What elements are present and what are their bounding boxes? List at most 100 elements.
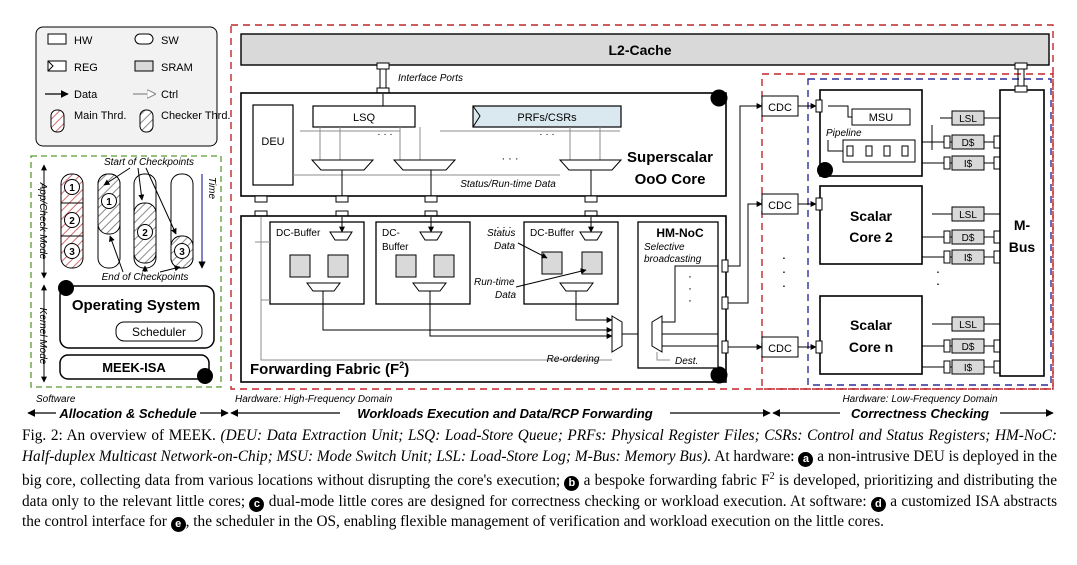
cdc-3: CDC bbox=[761, 336, 799, 358]
legend-hw-label: HW bbox=[74, 35, 93, 47]
legend-sw-label: SW bbox=[161, 35, 179, 47]
svg-text:·: · bbox=[782, 249, 787, 265]
svg-text:3: 3 bbox=[69, 247, 75, 258]
svg-text:I$: I$ bbox=[964, 159, 973, 170]
badge-e: e bbox=[63, 283, 69, 295]
caption-abbreviations: (DEU: Data Extraction Unit; LSQ: Load-St… bbox=[22, 427, 1058, 465]
caption-a-text: a non-intrusive DEU is deployed in the b… bbox=[22, 447, 1058, 490]
svg-text:I$: I$ bbox=[964, 253, 973, 264]
svg-text:·: · bbox=[936, 263, 941, 279]
badge-c: c bbox=[822, 165, 828, 177]
prfs-csrs-box bbox=[472, 105, 622, 128]
svg-text:Core n: Core n bbox=[849, 339, 893, 355]
kernel-mode-label: Kernel Mode bbox=[37, 308, 48, 365]
reorder-mux bbox=[611, 315, 623, 353]
legend-reg-swatch bbox=[47, 60, 67, 72]
legend-sram-swatch bbox=[134, 60, 154, 72]
prfs-csrs-label: PRFs/CSRs bbox=[517, 112, 577, 124]
pipeline-label: Pipeline bbox=[826, 128, 862, 139]
svg-text:· · ·: · · · bbox=[501, 153, 518, 165]
badge-a: a bbox=[716, 93, 723, 105]
lsq-box bbox=[312, 105, 416, 128]
svg-text:·: · bbox=[782, 277, 787, 293]
meek-overview-diagram: HW SW REG SRAM Data Ctrl Main Thrd. Chec… bbox=[27, 24, 1054, 421]
legend-main-thread-swatch bbox=[50, 109, 65, 133]
mux-2 bbox=[392, 159, 457, 171]
svg-text:1: 1 bbox=[106, 197, 112, 208]
caption-b-sup: 2 bbox=[769, 471, 775, 482]
svg-text:1: 1 bbox=[69, 183, 75, 194]
svg-text:Buffer: Buffer bbox=[382, 242, 409, 253]
deu-label: DEU bbox=[261, 136, 284, 148]
caption-badge-b: b bbox=[564, 476, 580, 492]
superscalar-title-1: Superscalar bbox=[627, 149, 713, 166]
superscalar-title-2: OoO Core bbox=[635, 171, 706, 188]
end-checkpoints-label: End of Checkpoints bbox=[102, 272, 189, 283]
svg-text:D$: D$ bbox=[962, 138, 975, 149]
svg-text:CDC: CDC bbox=[768, 200, 792, 212]
caption-b-text-2: is developed, prioritizing and distribut… bbox=[22, 472, 1057, 510]
lf-domain-label: Hardware: Low-Frequency Domain bbox=[842, 394, 998, 405]
svg-text:·: · bbox=[688, 281, 692, 295]
legend-hw-swatch bbox=[47, 33, 67, 45]
selective-broadcast-label: Selective broadcasting bbox=[644, 242, 702, 265]
caption-badge-c: c bbox=[249, 496, 265, 512]
little-core-1: MSU Pipeline c bbox=[815, 89, 923, 178]
badge-b: b bbox=[716, 370, 723, 382]
m-bus-label-2: Bus bbox=[1009, 239, 1036, 255]
dc-buffer-2: DC- Buffer bbox=[375, 221, 471, 305]
legend-ctrl-label: Ctrl bbox=[161, 89, 178, 101]
scheduler-label: Scheduler bbox=[132, 325, 186, 339]
dc-buffer-3: DC-Buffer bbox=[523, 221, 619, 305]
cache-group-1: LSL D$ I$ bbox=[951, 110, 985, 171]
hf-domain-label: Hardware: High-Frequency Domain bbox=[235, 394, 393, 405]
fabric-title: Forwarding Fabric (F2) bbox=[250, 360, 409, 378]
l2-cache bbox=[240, 33, 1050, 66]
badge-d: d bbox=[202, 371, 209, 383]
svg-text:2: 2 bbox=[142, 228, 148, 239]
legend-checker-thread-label: Checker Thrd. bbox=[161, 110, 231, 122]
m-bus-box bbox=[999, 89, 1045, 377]
svg-text:DC-: DC- bbox=[382, 228, 400, 239]
caption-d-text: a customized ISA abstracts the control i… bbox=[22, 492, 1058, 531]
dest-label: Dest. bbox=[675, 356, 698, 367]
msu-label: MSU bbox=[869, 112, 894, 124]
l2-cache-label: L2-Cache bbox=[608, 42, 671, 58]
caption-badge-e: e bbox=[170, 517, 186, 533]
svg-text:DC-Buffer: DC-Buffer bbox=[530, 228, 575, 239]
legend-sw-swatch bbox=[134, 33, 154, 45]
software-panel: App/Check Mode Kernel Mode 1 2 3 1 2 3 S… bbox=[30, 155, 222, 405]
os-title: Operating System bbox=[72, 297, 200, 314]
dc-buffer-1: DC-Buffer bbox=[269, 221, 365, 305]
svg-text:DC-Buffer: DC-Buffer bbox=[276, 228, 321, 239]
hm-noc-demux bbox=[651, 315, 663, 353]
little-core-2: Scalar Core 2 bbox=[815, 185, 923, 265]
svg-text:LSL: LSL bbox=[959, 320, 977, 331]
cache-group-n: LSL D$ I$ bbox=[951, 316, 985, 375]
status-data-label: Status Data bbox=[487, 228, 518, 252]
caption-badge-d: d bbox=[870, 496, 886, 512]
legend-data-label: Data bbox=[74, 89, 98, 101]
status-runtime-label: Status/Run-time Data bbox=[460, 179, 556, 190]
svg-text:Core 2: Core 2 bbox=[849, 229, 893, 245]
phase-check-label: Correctness Checking bbox=[851, 406, 989, 421]
figure-caption: Fig. 2: An overview of MEEK. (DEU: Data … bbox=[22, 426, 1057, 533]
svg-text:LSL: LSL bbox=[959, 114, 977, 125]
svg-text:I$: I$ bbox=[964, 363, 973, 374]
legend-reg-label: REG bbox=[74, 62, 98, 74]
interface-ports-label: Interface Ports bbox=[398, 73, 463, 84]
cdc-1: CDC bbox=[761, 95, 799, 117]
hm-noc-box bbox=[637, 221, 719, 369]
legend-sram-label: SRAM bbox=[161, 62, 193, 74]
svg-text:LSL: LSL bbox=[959, 210, 977, 221]
svg-text:·: · bbox=[936, 275, 941, 291]
svg-text:· · ·: · · · bbox=[496, 222, 512, 233]
low-frequency-domain: Hardware: Low-Frequency Domain CDC CDC C… bbox=[728, 62, 1054, 405]
svg-text:· · ·: · · · bbox=[539, 129, 555, 140]
svg-text:CDC: CDC bbox=[768, 102, 792, 114]
m-bus-label-1: M- bbox=[1014, 217, 1031, 233]
svg-text:2: 2 bbox=[69, 216, 75, 227]
svg-text:CDC: CDC bbox=[768, 343, 792, 355]
svg-text:D$: D$ bbox=[962, 233, 975, 244]
svg-text:·: · bbox=[688, 293, 692, 307]
